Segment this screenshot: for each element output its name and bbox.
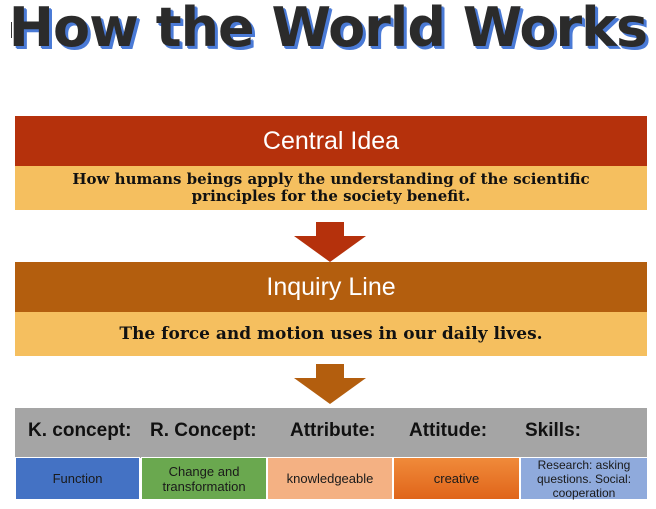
attitude-value: creative: [433, 471, 480, 486]
attitude-heading: Attitude:: [409, 420, 488, 441]
skills-heading: Skills:: [525, 420, 581, 441]
k-concept-value: Function: [52, 471, 103, 486]
inquiry-line-text: The force and motion uses in our daily l…: [119, 324, 543, 344]
attribute-box: knowledgeable: [267, 457, 393, 500]
attribute-heading: Attribute:: [290, 420, 376, 441]
r-concept-box: Change and transformation: [141, 457, 267, 500]
central-idea-box: How humans beings apply the understandin…: [15, 166, 647, 210]
r-concept-heading: R. Concept:: [150, 420, 257, 441]
r-concept-value: Change and transformation: [162, 463, 246, 494]
inquiry-line-header: Inquiry Line: [15, 262, 647, 312]
k-concept-box: Function: [15, 457, 140, 500]
central-idea-label: Central Idea: [262, 126, 400, 155]
down-arrow-icon: [294, 222, 366, 262]
central-idea-text: How humans beings apply the understandin…: [72, 170, 590, 205]
text-cursor: [11, 22, 12, 38]
central-idea-header: Central Idea: [15, 116, 647, 166]
down-arrow-icon: [294, 364, 366, 404]
page-title: How the World Works: [8, 0, 648, 59]
inquiry-line-box: The force and motion uses in our daily l…: [15, 312, 647, 356]
skills-value: Research: asking questions. Social: coop…: [536, 457, 632, 500]
inquiry-line-label: Inquiry Line: [266, 272, 396, 301]
attribute-value: knowledgeable: [286, 471, 374, 486]
attitude-box: creative: [393, 457, 520, 500]
skills-box: Research: asking questions. Social: coop…: [520, 457, 648, 500]
k-concept-heading: K. concept:: [28, 420, 132, 441]
concepts-header-bar: [15, 408, 647, 458]
